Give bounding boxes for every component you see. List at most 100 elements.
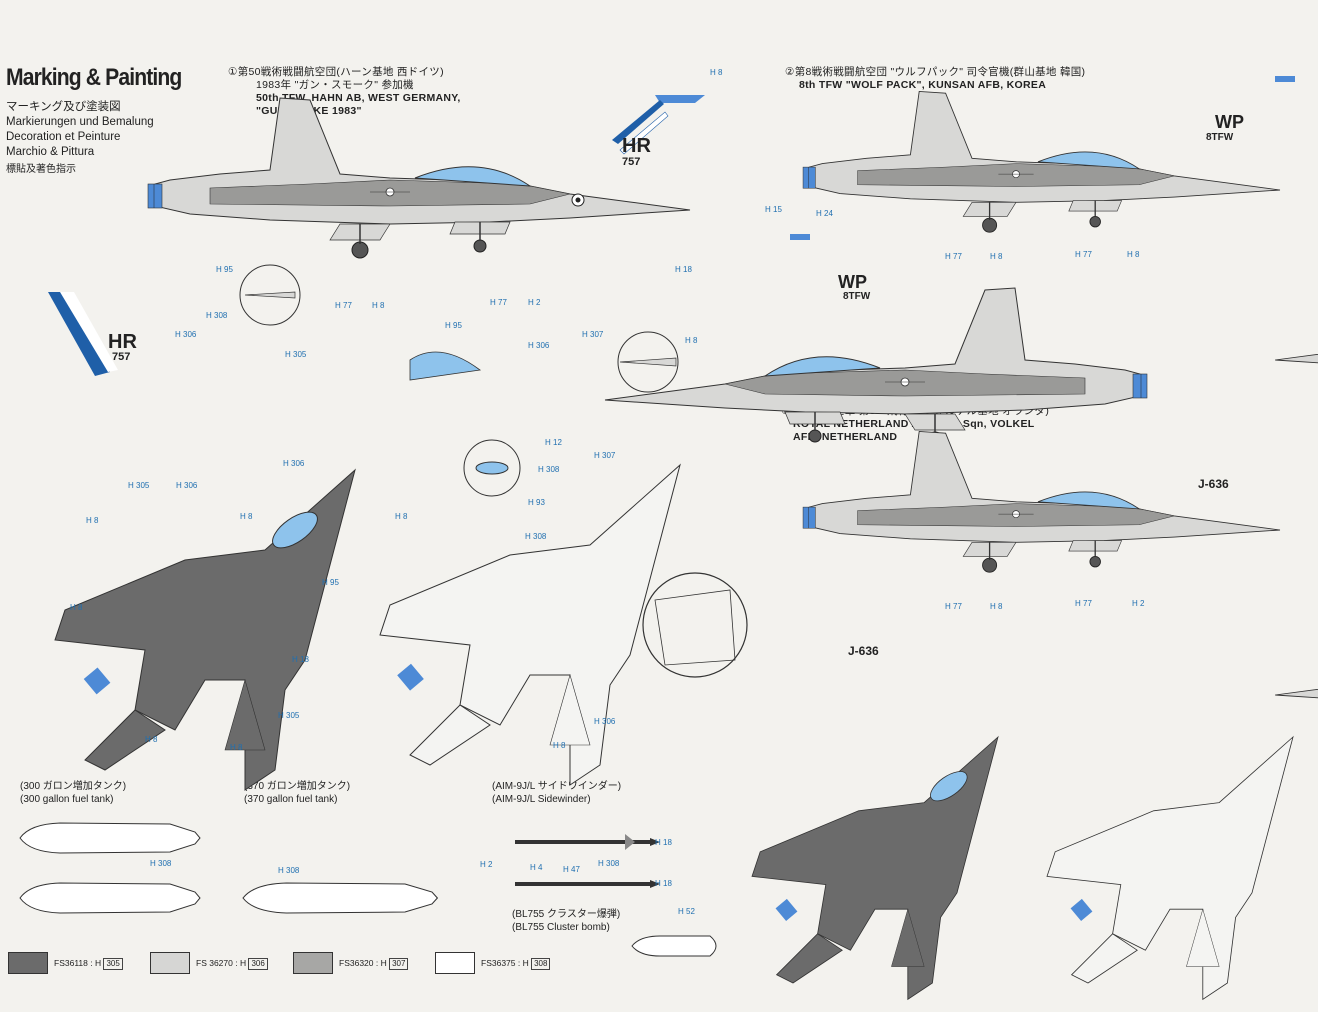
- swatch-2-code: FS 36270 : H: [196, 958, 247, 968]
- callout-h95-b: H 95: [445, 321, 462, 330]
- callout-h308-e: H 308: [278, 866, 300, 875]
- callout-h24: H 24: [816, 209, 833, 218]
- swatch-4-chip: [435, 952, 475, 974]
- plan-view-dark-br: [751, 736, 999, 1000]
- callout-h306-d: H 306: [176, 481, 198, 490]
- callout-h18-d: H 18: [655, 879, 672, 888]
- callout-h8-k: H 8: [990, 252, 1003, 261]
- callout-h77-d: H 77: [1075, 250, 1092, 259]
- callout-h305-b: H 305: [128, 481, 150, 490]
- tank370-en: (370 gallon fuel tank): [244, 794, 338, 805]
- scheme-2-line1: ②第8戦術戦闘航空団 "ウルフパック" 司令官機(群山基地 韓国): [785, 66, 1086, 78]
- swatch-1-label: FS36118 : H 305: [54, 958, 123, 970]
- tank300-top: [19, 882, 201, 914]
- callout-h95-a: H 95: [216, 265, 233, 274]
- callout-h8-l: H 8: [1127, 250, 1140, 259]
- callout-h77-b: H 77: [490, 298, 507, 307]
- callout-h2-c: H 2: [480, 860, 493, 869]
- s1l-tail-serial: 757: [112, 351, 130, 363]
- callout-h8-e: H 8: [240, 512, 253, 521]
- callout-h47: H 47: [563, 865, 580, 874]
- callout-h305-c: H 305: [278, 711, 300, 720]
- page-title: Marking & Painting: [6, 64, 182, 91]
- callout-h8-m: H 8: [990, 602, 1003, 611]
- underside-view-dark: [54, 469, 356, 791]
- swatch-3-hnum: 307: [389, 958, 409, 970]
- subtitle-cn: 標貼及著色指示: [6, 164, 76, 175]
- bl755-en: (BL755 Cluster bomb): [512, 922, 610, 933]
- swatch-2-chip: [150, 952, 190, 974]
- callout-h8-h: H 8: [230, 743, 243, 752]
- detail-circle-top: [642, 572, 748, 678]
- swatch-3-label: FS36320 : H 307: [339, 958, 409, 970]
- plan-view-light-br: [1046, 736, 1294, 1000]
- bl755-jp: (BL755 クラスター爆弾): [512, 909, 621, 920]
- detail-circle-3: [463, 439, 521, 497]
- scheme2-side-left: WP 8TFW: [790, 234, 1318, 403]
- aim9-caption: (AIM-9J/L サイドワインダー) (AIM-9J/L Sidewinder…: [492, 780, 621, 806]
- scheme1-side-right: HR 757: [147, 95, 705, 259]
- detail-circle-1: [239, 264, 301, 326]
- callout-h306-c: H 306: [283, 459, 305, 468]
- tank370-caption: (370 ガロン増加タンク) (370 gallon fuel tank): [244, 780, 350, 806]
- callout-h308-d: H 308: [150, 859, 172, 868]
- scheme2-side-right: WP 8TFW: [802, 76, 1295, 233]
- s2l-tail-wp: WP: [838, 272, 867, 292]
- callout-h8-a: H 8: [710, 68, 723, 77]
- callout-h4: H 4: [530, 863, 543, 872]
- scheme-1-line1: ①第50戦術戦闘航空団(ハーン基地 西ドイツ): [228, 66, 444, 78]
- detail-circle-2: [617, 331, 679, 393]
- tank300-side: [19, 822, 201, 854]
- callout-h18-a: H 18: [675, 265, 692, 274]
- swatch-2-hnum: 306: [248, 958, 268, 970]
- s2-tail-sub: 8TFW: [1206, 132, 1234, 143]
- bl755-bomb: [631, 935, 717, 957]
- callout-h306-b: H 306: [528, 341, 550, 350]
- callout-h8-c: H 8: [685, 336, 698, 345]
- scheme-1-caption: ①第50戦術戦闘航空団(ハーン基地 西ドイツ) 1983年 "ガン・スモーク" …: [228, 66, 461, 118]
- callout-h8-g: H 8: [145, 735, 158, 744]
- callout-h8-d: H 8: [86, 516, 99, 525]
- callout-h77-a: H 77: [335, 301, 352, 310]
- scheme-2-line2: 8th TFW "WOLF PACK", KUNSAN AFB, KOREA: [799, 79, 1047, 91]
- callout-h308-c: H 308: [525, 532, 547, 541]
- swatch-1-code: FS36118 : H: [54, 958, 102, 968]
- scheme3-side-left: J-636: [848, 595, 1318, 738]
- scheme-2-caption: ②第8戦術戦闘航空団 "ウルフパック" 司令官機(群山基地 韓国) 8th TF…: [785, 66, 1085, 92]
- s1l-tail-hr: HR: [108, 331, 137, 353]
- swatch-1-chip: [8, 952, 48, 974]
- callout-h77-c: H 77: [945, 252, 962, 261]
- callout-h77-e: H 77: [945, 602, 962, 611]
- bl755-caption: (BL755 クラスター爆弾) (BL755 Cluster bomb): [512, 908, 620, 934]
- callout-h308-f: H 308: [598, 859, 620, 868]
- callout-h15-a: H 15: [765, 205, 782, 214]
- swatch-4-code: FS36375 : H: [481, 958, 529, 968]
- topside-view-light: [379, 464, 681, 786]
- subtitle-it: Marchio & Pittura: [6, 146, 95, 158]
- callout-h8-j: H 8: [553, 741, 566, 750]
- s2l-tail-sub: 8TFW: [843, 291, 871, 302]
- s1-tail-serial: 757: [622, 156, 640, 168]
- callout-h305-a: H 305: [285, 350, 307, 359]
- callout-h8-b: H 8: [372, 301, 385, 310]
- aim9-jp: (AIM-9J/L サイドワインダー): [492, 781, 622, 792]
- swatch-legend: FS36118 : H 305 FS 36270 : H 306 FS36320…: [8, 952, 608, 976]
- scheme-1-line2: 1983年 "ガン・スモーク" 参加機: [256, 79, 414, 91]
- callout-h8-i: H 8: [395, 512, 408, 521]
- callout-h77-f: H 77: [1075, 599, 1092, 608]
- swatch-2-label: FS 36270 : H 306: [196, 958, 268, 970]
- subtitle-jp: マーキング及び塗装図: [6, 101, 121, 113]
- scheme1-side-left: HR 757: [48, 287, 1148, 449]
- swatch-3-code: FS36320 : H: [339, 958, 387, 968]
- subtitle-de: Markierungen und Bemalung: [6, 116, 154, 128]
- s3-tail-code: J-636: [1198, 477, 1229, 491]
- callout-h18-c: H 18: [655, 838, 672, 847]
- callout-h306-a: H 306: [175, 330, 197, 339]
- scheme3-side-right: J-636: [802, 430, 1281, 573]
- tank300-jp: (300 ガロン増加タンク): [20, 781, 127, 792]
- swatch-3-chip: [293, 952, 333, 974]
- callout-h2-b: H 2: [1132, 599, 1145, 608]
- s3l-tail-code: J-636: [848, 644, 879, 658]
- callout-h8-f: H 8: [70, 603, 83, 612]
